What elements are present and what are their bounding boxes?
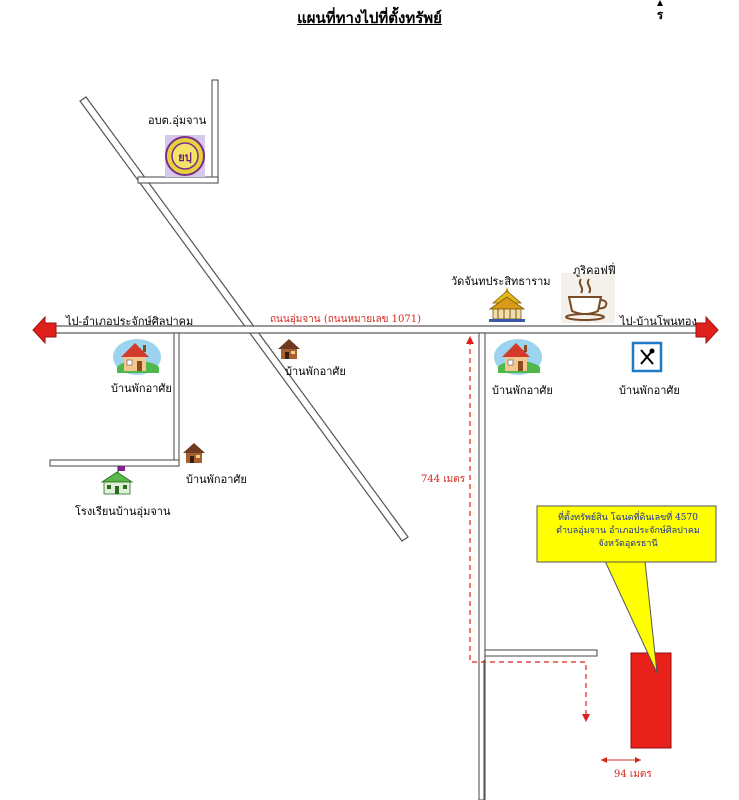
east-arrow-icon (695, 315, 719, 345)
property-plot (630, 652, 672, 749)
label-cafe: ภูริคอฟฟี่ (573, 264, 616, 277)
label-distance-94: 94 เมตร (614, 769, 652, 780)
house-icon (113, 339, 161, 375)
map-title: แผนที่ทางไปที่ตั้งทรัพย์ (297, 9, 442, 27)
left-loop-road (173, 332, 180, 467)
label-east-direction: ไป-บ้านโพนทอง (620, 315, 697, 328)
label-tao-office: อบต.อุ่มจาน (148, 114, 207, 127)
label-house-e: บ้านพักอาศัย (186, 473, 247, 486)
side-road (478, 332, 486, 800)
coffee-icon (561, 273, 615, 323)
label-temple: วัดจันทประสิทธาราม (451, 275, 551, 288)
dashed-route (469, 340, 587, 718)
north-arrow-icon: ร (657, 0, 664, 22)
svg-text:ยปฺ: ยปฺ (178, 151, 191, 164)
label-school: โรงเรียนบ้านอุ่มจาน (75, 505, 171, 518)
west-arrow-icon (32, 315, 57, 345)
small-house-icon (278, 339, 300, 359)
house-icon (494, 339, 542, 375)
temple-icon (488, 287, 526, 322)
label-west-direction: ไป-อำเภอประจักษ์ศิลปาคม (66, 315, 194, 328)
property-lane (484, 649, 598, 657)
school-icon (100, 466, 134, 495)
label-house-b: บ้านพักอาศัย (285, 365, 346, 378)
label-house-a: บ้านพักอาศัย (111, 382, 172, 395)
callout-box (536, 505, 717, 563)
label-main-road: ถนนอุ่มจาน (ถนนหมายเลข 1071) (270, 314, 422, 325)
small-house-icon (183, 443, 205, 463)
tao-logo-icon: ยปฺ (165, 135, 205, 177)
callout-text: ที่ตั้งทรัพย์สิน โฉนดที่ดินเลขที่ 4570 ต… (540, 512, 716, 551)
callout-line-3: จังหวัดอุดรธานี (598, 539, 658, 549)
label-house-d: บ้านพักอาศัย (619, 384, 680, 397)
north-indicator: ร (650, 0, 670, 22)
diagonal-road (79, 96, 409, 542)
callout-line-1: ที่ตั้งทรัพย์สิน โฉนดที่ดินเลขที่ 4570 (558, 513, 698, 523)
north-letter: ร (657, 8, 664, 22)
label-house-c: บ้านพักอาศัย (492, 384, 553, 397)
callout-line-2: ตำบลอุ่มจาน อำเภอประจักษ์ศิลปาคม (556, 526, 700, 536)
tao-branch-road (211, 79, 219, 184)
restaurant-icon (631, 341, 663, 373)
label-distance-744: 744 เมตร (421, 474, 466, 485)
